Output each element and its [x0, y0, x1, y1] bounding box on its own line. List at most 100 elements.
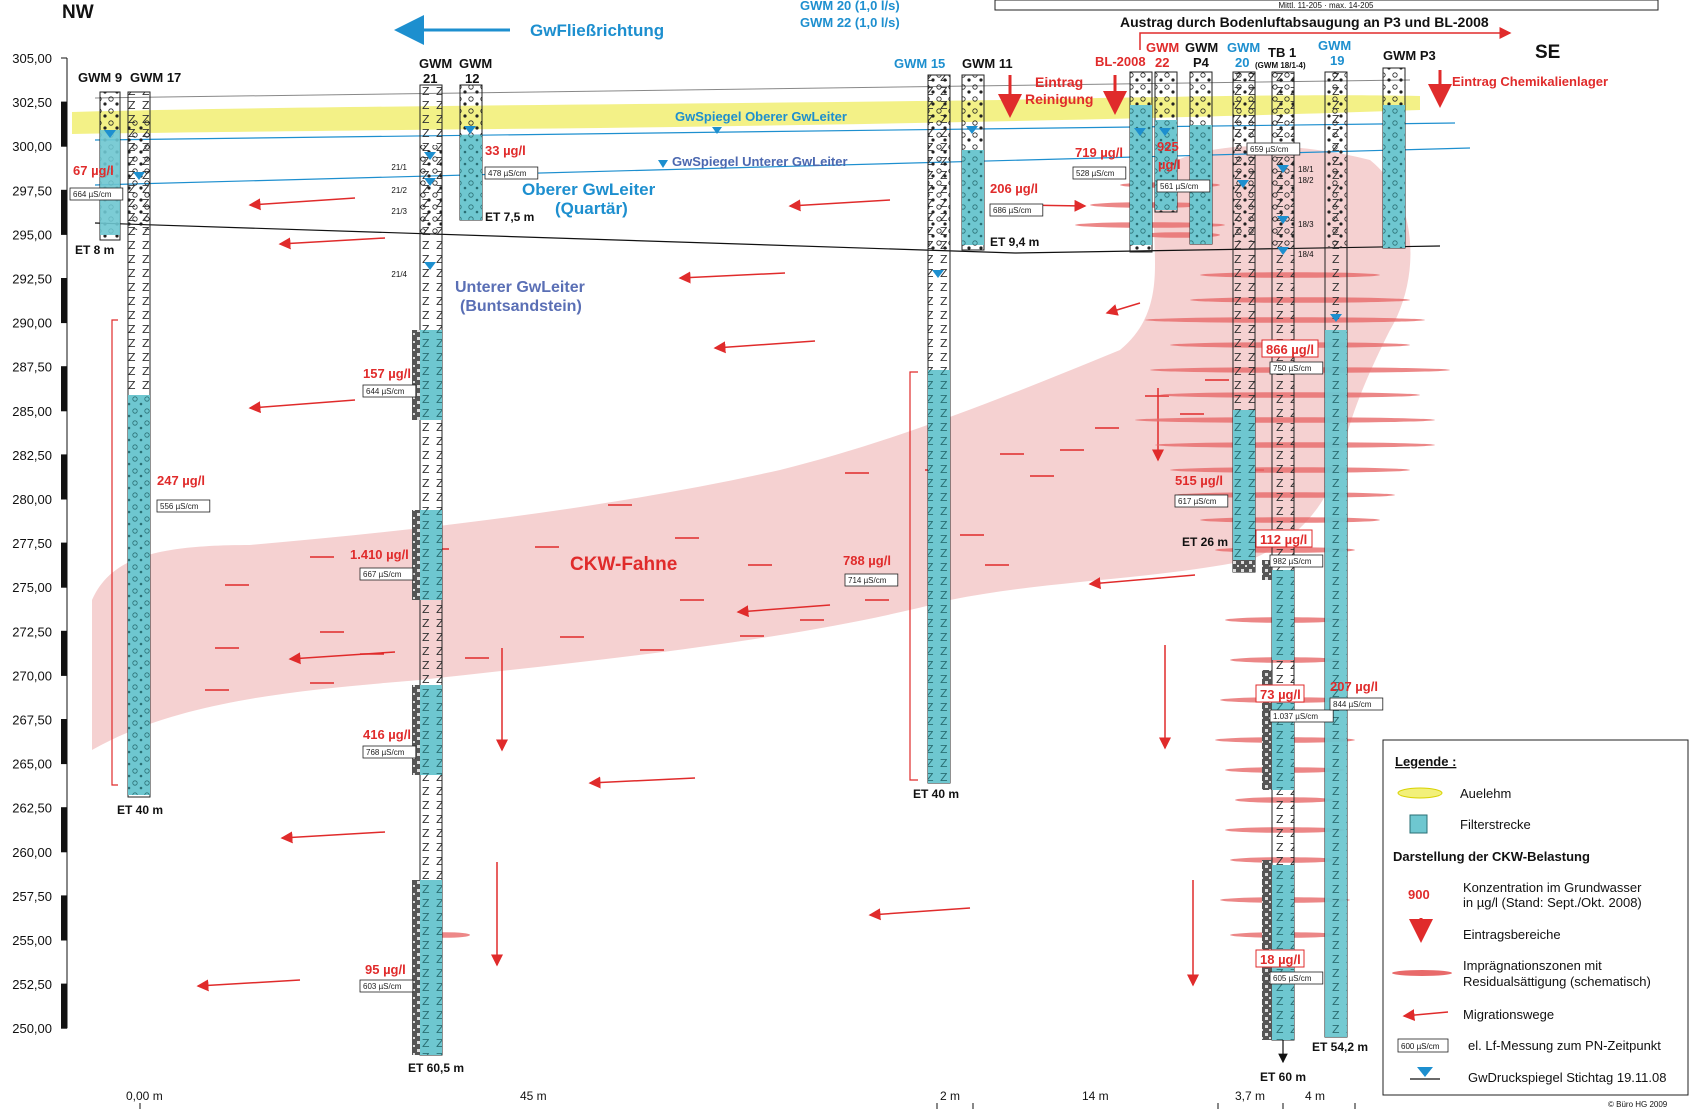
label-p3: GWM P3: [1383, 48, 1436, 63]
y-tick-label: 292,50: [12, 272, 52, 287]
gw-marker: [1277, 165, 1289, 173]
filter-bracket-gwm15: [909, 371, 918, 781]
lf-value: 556 µS/cm: [160, 502, 199, 511]
unterer-gwleiter-2: (Buntsandstein): [460, 298, 582, 315]
label-gwm11: GWM 11: [962, 56, 1013, 71]
conc-tb1-4: 18 µg/l: [1260, 952, 1301, 967]
legend-impraeg-2: Residualsättigung (schematisch): [1463, 974, 1651, 989]
lf-value: 478 µS/cm: [488, 169, 527, 178]
ground-line: [94, 79, 1411, 99]
lf-box: [1269, 971, 1324, 985]
filter-tb1-a: [1272, 570, 1294, 660]
gw-marker: [1277, 216, 1289, 224]
plume-dashes: [205, 379, 1264, 691]
migration-arrow: [248, 399, 356, 414]
top-note-box: [994, 0, 1659, 11]
legend-impraeg-swatch: [1392, 970, 1452, 976]
migration-arrow: [278, 237, 386, 250]
lf-box: [1156, 179, 1211, 193]
y-axis-scalebar: [61, 984, 67, 1029]
label-gwm22-b: 22: [1155, 55, 1169, 70]
lf-box: [1246, 142, 1301, 156]
lf-value: 644 µS/cm: [366, 387, 405, 396]
lf-value: 617 µS/cm: [1178, 497, 1217, 506]
legend-section: Darstellung der CKW-Belastung: [1393, 849, 1590, 864]
lf-value: 768 µS/cm: [366, 748, 405, 757]
unterer-gwleiter-1: Unterer GwLeiter: [455, 279, 585, 296]
conc-box: [1255, 529, 1313, 548]
filter-gwm21-a: [420, 330, 442, 420]
legend-migration: Migrationswege: [1463, 1007, 1554, 1022]
gw-marker: [424, 152, 436, 160]
gw-marker: [1237, 180, 1249, 188]
label-tb1: TB 1: [1268, 45, 1296, 60]
y-axis-scalebar: [61, 543, 67, 588]
y-axis-scalebar: [61, 366, 67, 411]
lf-box: [844, 573, 899, 587]
y-tick-label: 280,00: [12, 492, 52, 507]
dist-label: 0,00 m: [126, 1089, 163, 1103]
lf-box: [1174, 494, 1229, 508]
migration-arrow: [788, 199, 891, 212]
filter-gwm17: [128, 395, 150, 795]
label-p4-a: GWM: [1185, 40, 1218, 55]
label-gwm22-a: GWM: [1146, 40, 1179, 55]
dist-label: 4 m: [1305, 1089, 1325, 1103]
casing-gwm21: [412, 330, 420, 420]
top-note-2: GWM 22 (1,0 l/s): [800, 15, 900, 30]
legend-gwdruck: GwDruckspiegel Stichtag 19.11.08: [1468, 1070, 1666, 1085]
distance-axis: 0,00 m 45 m 2 m 14 m 3,7 m 4 m: [126, 1089, 1356, 1109]
lf-box: [359, 567, 414, 581]
gwspiegel-oben-marker: [712, 127, 722, 134]
lf-value: 561 µS/cm: [1160, 182, 1199, 191]
label-tb1-sub: (GWM 18/1-4): [1255, 61, 1306, 70]
migration-arrows: [196, 197, 1199, 992]
casing-gwm20: [1233, 560, 1255, 572]
label-gwm12-a: GWM: [459, 56, 492, 71]
conc-tb1-2: 112 µg/l: [1260, 532, 1307, 547]
gw-marker: [1159, 128, 1171, 136]
gw-marker: [932, 270, 944, 278]
et-gwm12: ET 7,5 m: [485, 210, 534, 224]
conc-gwm12: 33 µg/l: [485, 143, 526, 158]
conc-gwm19: 207 µg/l: [1330, 679, 1378, 694]
sublabel: 18/2: [1298, 176, 1314, 185]
lf-box: [1269, 361, 1324, 375]
gwspiegel-oben-label: GwSpiegel Oberer GwLeiter: [675, 109, 847, 124]
impregnation-lens: [1155, 442, 1435, 448]
lf-value: 664 µS/cm: [73, 190, 112, 199]
filter-gwm9: [100, 130, 120, 235]
lf-box: [69, 187, 124, 201]
y-tick-label: 297,50: [12, 183, 52, 198]
et-gwm19: ET 54,2 m: [1312, 1040, 1368, 1054]
gw-marker: [966, 126, 978, 134]
lf-box: [1269, 554, 1324, 568]
migration-arrow: [288, 651, 396, 665]
lf-value: 659 µS/cm: [1250, 145, 1289, 154]
lf-box: [484, 166, 539, 180]
lf-box: [1072, 166, 1127, 180]
lf-value: 1.037 µS/cm: [1273, 712, 1318, 721]
lf-box: [362, 745, 417, 759]
quartaer-tb1: [1272, 72, 1294, 247]
ckw-plume: [92, 146, 1411, 751]
y-tick-label: 275,00: [12, 580, 52, 595]
conc-bl2008: 719 µg/l: [1075, 145, 1123, 160]
legend-filter: Filterstrecke: [1460, 817, 1531, 832]
y-axis-scalebar: [61, 631, 67, 676]
y-tick-label: 282,50: [12, 448, 52, 463]
quartaer-gwm15: [928, 75, 950, 250]
migration-arrow: [1105, 302, 1141, 316]
gwspiegel-unten-marker: [658, 160, 668, 168]
conc-gwm17: 247 µg/l: [157, 473, 205, 488]
conc-tb1-1: 866 µg/l: [1266, 342, 1314, 357]
casing-tb1: [1262, 670, 1272, 790]
conc-gwm22-unit: µg/l: [1158, 157, 1181, 172]
sublabel: 18/3: [1298, 220, 1314, 229]
legend-lf-sample: 600 µS/cm: [1401, 1042, 1440, 1051]
quartaer-gwm19: [1325, 72, 1347, 247]
legend-auelehm: Auelehm: [1460, 786, 1511, 801]
migration-arrow: [588, 776, 696, 789]
dist-label: 14 m: [1082, 1089, 1109, 1103]
